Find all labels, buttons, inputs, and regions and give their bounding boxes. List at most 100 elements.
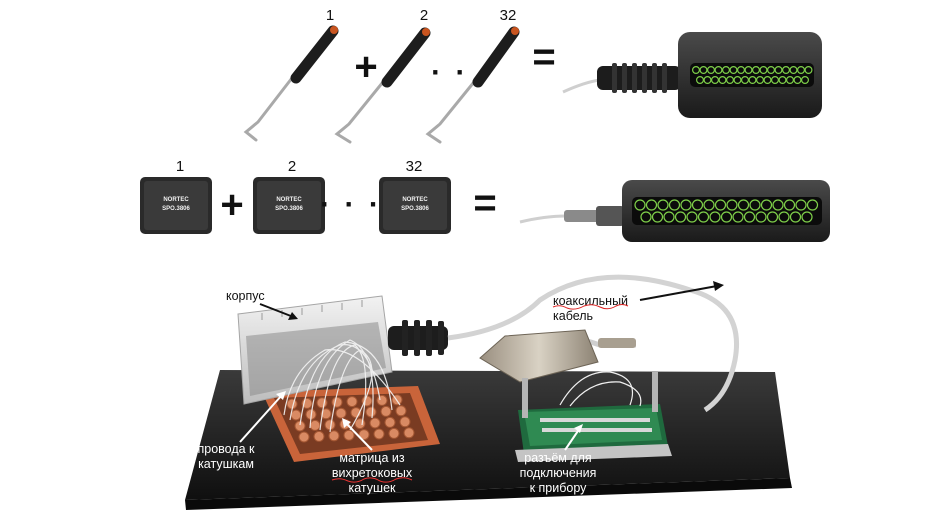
matrix-label-line1: матрица из	[339, 451, 404, 465]
probe-model: SPO.3806	[401, 206, 429, 212]
equals-sign: =	[473, 181, 496, 225]
coil-ring	[778, 211, 790, 223]
coil-ring	[801, 211, 813, 223]
plus-sign: +	[354, 45, 377, 89]
pencil-probe-1	[243, 25, 339, 142]
probe-brand: NORTEC	[402, 197, 428, 203]
matrix-coil	[373, 428, 385, 440]
coil-ring	[710, 75, 719, 84]
plus-sign: +	[220, 183, 243, 227]
matrix-coil	[395, 405, 407, 417]
coil-ring	[732, 211, 744, 223]
matrix-coil	[380, 405, 392, 417]
connector	[479, 329, 672, 462]
coil-ring	[695, 75, 704, 84]
matrix-label-line2: вихретоковых	[332, 466, 413, 480]
spot-probe-number-32: 32	[406, 158, 423, 175]
coil-ring	[640, 211, 652, 223]
spot-probe-2: NORTEC SPO.3806	[253, 177, 325, 234]
array-probe-assembly: корпус коаксильный кабель провода к кату…	[185, 274, 792, 510]
housing-label: корпус	[226, 289, 265, 303]
array-probe-bottom	[519, 180, 830, 242]
coil-ring	[657, 199, 669, 211]
coil-ring	[789, 65, 798, 74]
coil-ring	[763, 75, 772, 84]
coil-ring	[778, 75, 787, 84]
coil-ring	[709, 211, 721, 223]
coil-ring	[783, 199, 796, 211]
matrix-coil	[298, 431, 310, 443]
connector-label-line3: к прибору	[530, 481, 588, 495]
coil-ring	[736, 65, 745, 74]
coil-ring	[718, 75, 727, 84]
coil-ring	[749, 199, 761, 211]
spot-probe-number-1: 1	[176, 158, 184, 175]
matrix-coil	[354, 418, 366, 430]
coil-ring	[680, 199, 692, 211]
spellcheck-underline	[331, 477, 413, 483]
coil-ring	[774, 65, 783, 74]
coaxial-cable	[447, 274, 739, 413]
coil-ring	[800, 75, 809, 84]
coil-ring	[755, 75, 764, 84]
matrix-coil	[320, 408, 332, 420]
coil-ring	[706, 65, 715, 74]
wires-label-line1: провода к	[197, 442, 255, 456]
coil-ring	[755, 211, 767, 223]
row2-spot-probes: 1 NORTEC SPO.3806 + 2 NORTEC SPO.3806 · …	[140, 158, 830, 242]
spot-probe-1: NORTEC SPO.3806	[140, 177, 212, 234]
array-probe-top	[562, 32, 822, 118]
probe-model: SPO.3806	[275, 206, 303, 212]
coil-ring	[744, 65, 753, 74]
spellcheck-underline	[552, 304, 629, 310]
coil-ring	[770, 75, 779, 84]
probe-model: SPO.3806	[162, 206, 190, 212]
coil-ring	[729, 65, 738, 74]
coil-ring	[785, 75, 794, 84]
coil-ring	[806, 199, 819, 211]
matrix-coil	[346, 396, 358, 408]
coil-ring	[796, 65, 805, 74]
coil-ring	[686, 211, 698, 223]
coil-array-bottom	[634, 199, 819, 223]
probe-number-1: 1	[326, 7, 334, 24]
matrix-coil	[376, 394, 388, 406]
coil-ring	[743, 211, 756, 223]
coil-ring	[760, 199, 773, 211]
coil-ring	[733, 75, 742, 84]
coil-array-top	[691, 65, 813, 84]
coil-ring	[691, 65, 700, 74]
coil-ring	[697, 211, 710, 223]
row1-pencil-probes: 1 + 2 · · · 32 =	[243, 7, 822, 144]
matrix-coil	[369, 417, 381, 429]
coil-ring	[703, 199, 715, 211]
coil-ring	[699, 65, 708, 74]
probe-number-2: 2	[420, 7, 428, 24]
matrix-coil	[399, 416, 411, 428]
spot-probe-32: NORTEC SPO.3806	[379, 177, 451, 234]
coil-ring	[720, 211, 733, 223]
matrix-coil	[290, 409, 302, 421]
spot-probe-number-2: 2	[288, 158, 296, 175]
matrix-coil	[388, 427, 400, 439]
matrix-coil	[343, 429, 355, 441]
cable-label-line1: коаксильный	[553, 294, 628, 308]
pencil-probe-2	[334, 27, 431, 144]
coil-ring	[789, 211, 802, 223]
coil-wires	[283, 339, 401, 433]
coil-ring	[714, 65, 723, 74]
coil-ring	[793, 75, 802, 84]
matrix-coil	[365, 406, 377, 418]
matrix-coil	[335, 407, 347, 419]
connector-label-line2: подключения	[520, 466, 597, 480]
cable-label-line2: кабель	[553, 309, 593, 323]
coil-ring	[668, 199, 681, 211]
coil-ring	[766, 65, 775, 74]
coil-ring	[748, 75, 757, 84]
probe-number-32: 32	[500, 7, 517, 24]
coil-ring	[781, 65, 790, 74]
coil-ring	[645, 199, 658, 211]
coil-ring	[651, 211, 664, 223]
coil-ring	[714, 199, 727, 211]
matrix-coil	[328, 430, 340, 442]
